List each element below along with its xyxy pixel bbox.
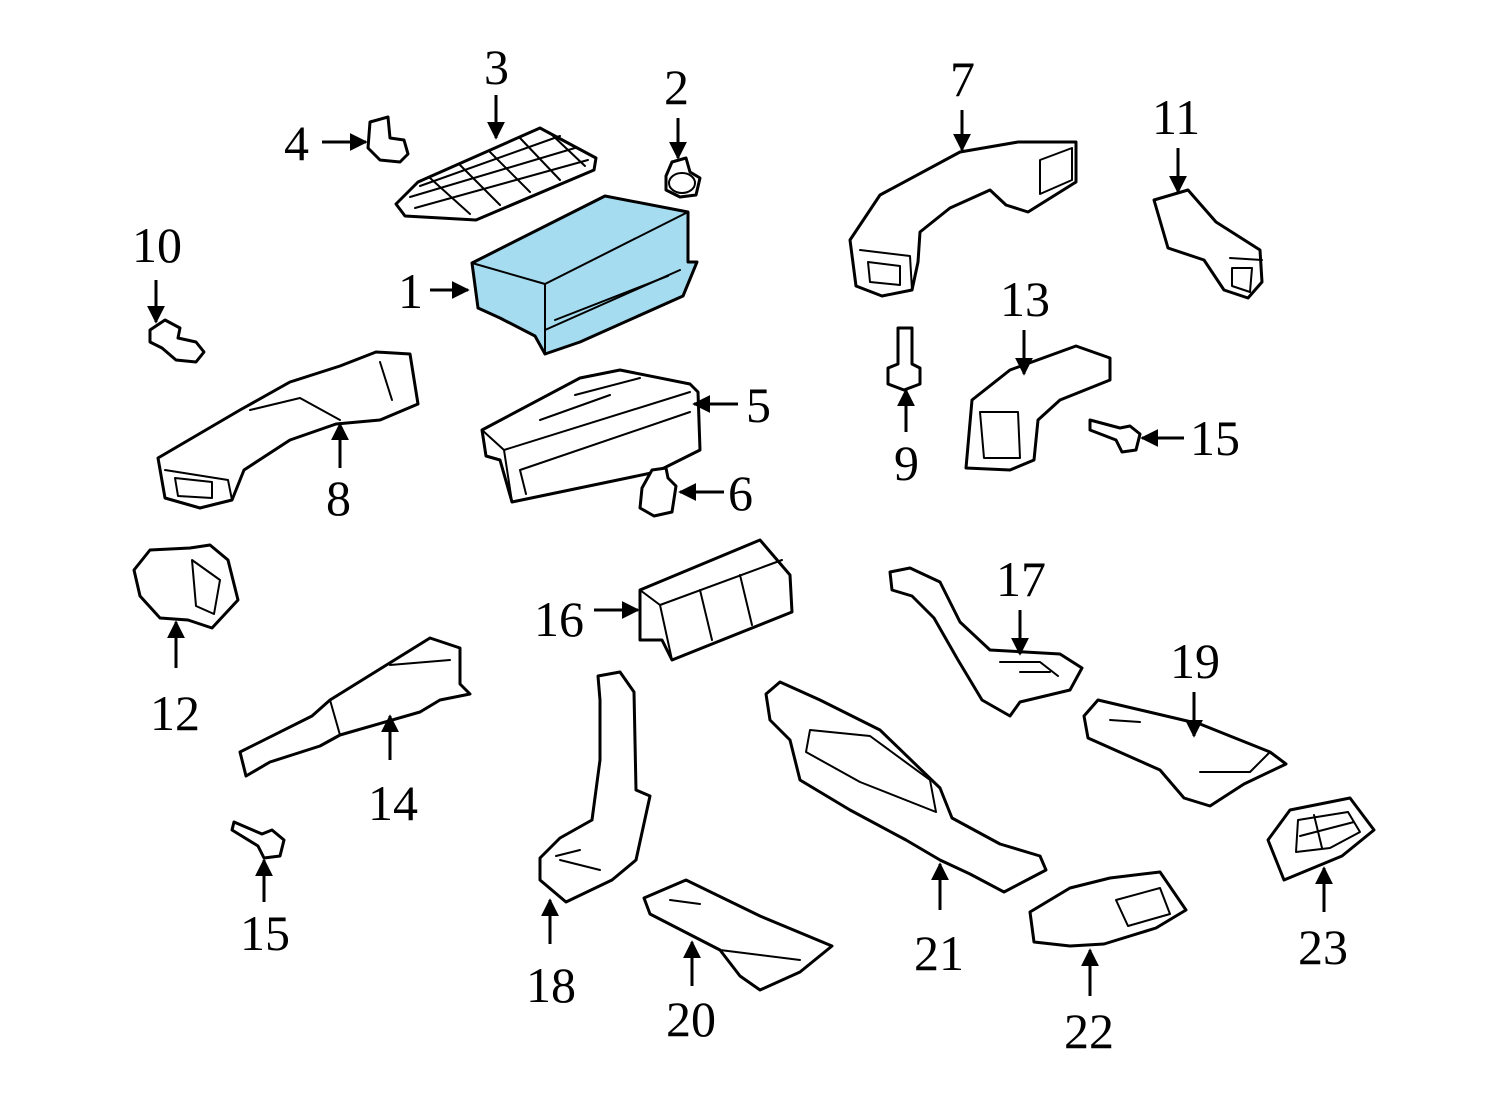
- part-11-edge: [1229, 257, 1263, 293]
- part-15b-body: [230, 820, 286, 860]
- callout-labels: 1 2 3 4 5 6 7 8 9 10 11 12 13 14 15 15 1…: [132, 39, 1348, 1059]
- part-8-edge: [164, 361, 393, 501]
- callout-17[interactable]: 17: [996, 551, 1046, 607]
- part-23-edge: [1295, 811, 1361, 853]
- part-6-body: [638, 466, 678, 518]
- part-17-body: [888, 566, 1084, 718]
- part-15b-bolt[interactable]: [230, 820, 286, 860]
- part-17-duct[interactable]: [888, 566, 1084, 718]
- callout-22[interactable]: 22: [1064, 1003, 1114, 1059]
- callout-14[interactable]: 14: [368, 775, 418, 831]
- callout-16[interactable]: 16: [534, 591, 584, 647]
- part-18-body: [538, 670, 652, 904]
- callout-15b[interactable]: 15: [240, 905, 290, 961]
- part-19-body: [1082, 698, 1288, 808]
- part-11-duct[interactable]: [1152, 188, 1264, 300]
- part-3-grid: [409, 132, 589, 215]
- callout-9[interactable]: 9: [894, 435, 919, 491]
- part-16-body: [638, 538, 794, 662]
- part-19-plate[interactable]: [1082, 698, 1288, 808]
- callout-18[interactable]: 18: [526, 957, 576, 1013]
- part-9-bolt[interactable]: [886, 326, 922, 392]
- callout-8[interactable]: 8: [326, 470, 351, 526]
- part-22-duct[interactable]: [1028, 870, 1188, 948]
- part-9-body: [886, 326, 922, 392]
- part-7-body: [848, 140, 1078, 298]
- part-1-duct[interactable]: [470, 194, 699, 356]
- part-18-edge: [555, 849, 601, 871]
- part-3-body: [394, 126, 598, 222]
- callout-10[interactable]: 10: [132, 217, 182, 273]
- part-20-edge: [669, 899, 801, 961]
- part-18-duct[interactable]: [538, 670, 652, 904]
- part-14-duct[interactable]: [238, 636, 472, 778]
- callout-7[interactable]: 7: [950, 51, 975, 107]
- part-12-elbow[interactable]: [132, 543, 240, 630]
- part-10-body: [148, 318, 206, 364]
- part-8-duct[interactable]: [156, 350, 420, 510]
- part-7-duct[interactable]: [848, 140, 1078, 298]
- callout-4[interactable]: 4: [284, 115, 309, 171]
- part-21-edge: [805, 729, 937, 813]
- part-1-edge: [554, 275, 669, 321]
- part-16-edge: [639, 559, 783, 661]
- part-2-clip[interactable]: [664, 156, 702, 199]
- callout-23[interactable]: 23: [1298, 919, 1348, 975]
- part-12-body: [132, 543, 240, 630]
- callout-5[interactable]: 5: [746, 377, 771, 433]
- part-13-edge: [979, 411, 1021, 459]
- callout-19[interactable]: 19: [1170, 633, 1220, 689]
- part-5-body: [480, 368, 702, 504]
- part-2-body: [664, 156, 702, 199]
- part-1-body: [470, 194, 699, 356]
- part-15a-bolt[interactable]: [1088, 418, 1142, 454]
- part-10-clip[interactable]: [148, 318, 206, 364]
- part-8-body: [156, 350, 420, 510]
- part-20-plate[interactable]: [642, 878, 834, 992]
- callout-21[interactable]: 21: [914, 925, 964, 981]
- part-12-edge: [191, 559, 221, 615]
- part-4-clip[interactable]: [366, 115, 410, 164]
- part-15a-body: [1088, 418, 1142, 454]
- leader-lines: [147, 95, 1333, 996]
- part-16-vent[interactable]: [638, 538, 794, 662]
- callout-20[interactable]: 20: [666, 991, 716, 1047]
- part-21-duct[interactable]: [764, 680, 1048, 894]
- callout-12[interactable]: 12: [150, 685, 200, 741]
- part-7-edge: [859, 147, 1073, 291]
- callout-1[interactable]: 1: [398, 263, 423, 319]
- part-21-body: [764, 680, 1048, 894]
- part-13-bracket[interactable]: [964, 344, 1112, 472]
- callout-15a[interactable]: 15: [1190, 410, 1240, 466]
- callout-11[interactable]: 11: [1152, 89, 1200, 145]
- callout-2[interactable]: 2: [664, 59, 689, 115]
- part-11-body: [1152, 188, 1264, 300]
- callout-6[interactable]: 6: [728, 465, 753, 521]
- part-2-edge: [668, 172, 696, 194]
- part-19-edge: [1109, 719, 1271, 773]
- part-20-body: [642, 878, 834, 992]
- part-14-body: [238, 636, 472, 778]
- part-6-clip[interactable]: [638, 466, 678, 518]
- part-14-edge: [329, 659, 451, 736]
- part-4-body: [366, 115, 410, 164]
- callout-3[interactable]: 3: [484, 39, 509, 95]
- part-5-edge: [481, 377, 691, 503]
- part-13-body: [964, 344, 1112, 472]
- callout-13[interactable]: 13: [1000, 271, 1050, 327]
- part-3-grille[interactable]: [394, 126, 598, 222]
- part-5-vent[interactable]: [480, 368, 702, 504]
- part-22-edge: [1115, 887, 1171, 927]
- part-23-body: [1266, 796, 1376, 882]
- part-23-vent[interactable]: [1266, 796, 1376, 882]
- part-22-body: [1028, 870, 1188, 948]
- part-17-edge: [999, 661, 1059, 677]
